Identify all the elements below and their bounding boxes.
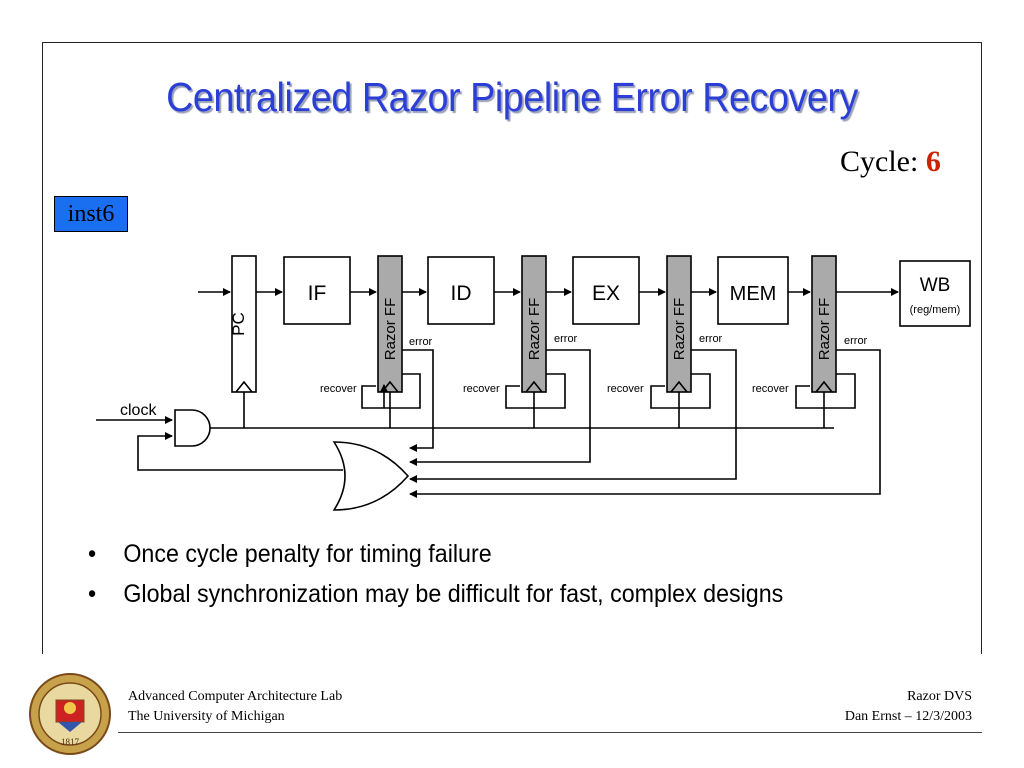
- stage-ex-box: [572, 256, 640, 325]
- footer-author-date: Dan Ernst – 12/3/2003: [844, 709, 972, 724]
- bullet-list: • Once cycle penalty for timing failure •…: [88, 540, 836, 620]
- recover-label-3: recover: [607, 383, 644, 395]
- razor-ff-2-label: Razor FF: [526, 298, 543, 361]
- stage-wb-sublabel: (reg/mem): [910, 304, 961, 316]
- cycle-number: 6: [925, 145, 941, 178]
- razor-ff-3-label: Razor FF: [671, 298, 688, 361]
- error-wire-4: [409, 349, 881, 498]
- stage-id-label: ID: [451, 282, 472, 305]
- cycle-label: Cycle:: [840, 145, 919, 178]
- razor-ff-2: [521, 255, 547, 393]
- footer-university: The University of Michigan: [128, 709, 285, 724]
- stage-mem-box: [717, 256, 789, 325]
- stage-wb-label: WB: [920, 275, 951, 296]
- razor-ff-3: [666, 255, 692, 393]
- bullet-text: Global synchronization may be difficult …: [123, 580, 784, 608]
- or-gate: [332, 441, 410, 511]
- stage-if-label: IF: [308, 282, 327, 305]
- slide-frame-right: [981, 42, 982, 654]
- seal-year: 1817: [61, 737, 80, 747]
- bullet-item: • Once cycle penalty for timing failure: [88, 540, 783, 569]
- recover-loop-3: [650, 373, 711, 409]
- error-label-1: error: [409, 336, 433, 348]
- stage-mem-label: MEM: [730, 283, 777, 305]
- razor-ff-3-clock-triangle: [670, 380, 688, 393]
- bullet-item: • Global synchronization may be difficult…: [88, 580, 783, 609]
- error-label-4: error: [844, 335, 868, 347]
- footer-left: Advanced Computer Architecture Lab The U…: [128, 687, 342, 727]
- stage-wb-box: [899, 260, 971, 327]
- and-gate: [174, 409, 211, 447]
- bullet-text: Once cycle penalty for timing failure: [123, 540, 492, 568]
- stage-id-box: [427, 256, 495, 325]
- stage-ex-label: EX: [592, 282, 620, 305]
- error-wire-2: [409, 349, 591, 466]
- bullet-dot-icon: •: [88, 540, 97, 568]
- razor-ff-4-label: Razor FF: [816, 298, 833, 361]
- razor-ff-4: [811, 255, 837, 393]
- slide-frame-left: [42, 42, 43, 654]
- razor-ff-1: [377, 255, 403, 393]
- footer-right: Razor DVS Dan Ernst – 12/3/2003: [845, 687, 972, 727]
- error-wire-1: [402, 349, 434, 452]
- recover-loop-4: [795, 373, 856, 409]
- cycle-indicator: Cycle: 6: [840, 145, 941, 179]
- razor-ff-4-clock-triangle: [815, 380, 833, 393]
- razor-ff-2-clock-triangle: [525, 380, 543, 393]
- clock-label: clock: [120, 402, 157, 419]
- instruction-box: inst6: [54, 196, 128, 232]
- or-to-and-wire: [137, 432, 343, 471]
- slide-frame-top: [42, 42, 982, 43]
- recover-label-4: recover: [752, 383, 789, 395]
- university-seal-icon: 1817: [29, 673, 111, 755]
- razor-ff-1-label: Razor FF: [382, 298, 399, 361]
- pc-clock-triangle: [235, 380, 253, 393]
- recover-label-1: recover: [320, 383, 357, 395]
- slide-title: Centralized Razor Pipeline Error Recover…: [166, 74, 858, 120]
- recover-loop-2: [505, 373, 566, 409]
- bullet-dot-icon: •: [88, 580, 97, 608]
- error-label-3: error: [699, 333, 723, 345]
- footer-topic: Razor DVS: [907, 689, 972, 704]
- pc-label: PC: [229, 312, 248, 336]
- error-label-2: error: [554, 333, 578, 345]
- stage-if-box: [283, 256, 351, 325]
- footer-lab-name: Advanced Computer Architecture Lab: [128, 689, 343, 704]
- recover-label-2: recover: [463, 383, 500, 395]
- footer-divider: [118, 732, 982, 733]
- error-wire-3: [409, 349, 737, 483]
- recover-loop-1: [361, 373, 421, 409]
